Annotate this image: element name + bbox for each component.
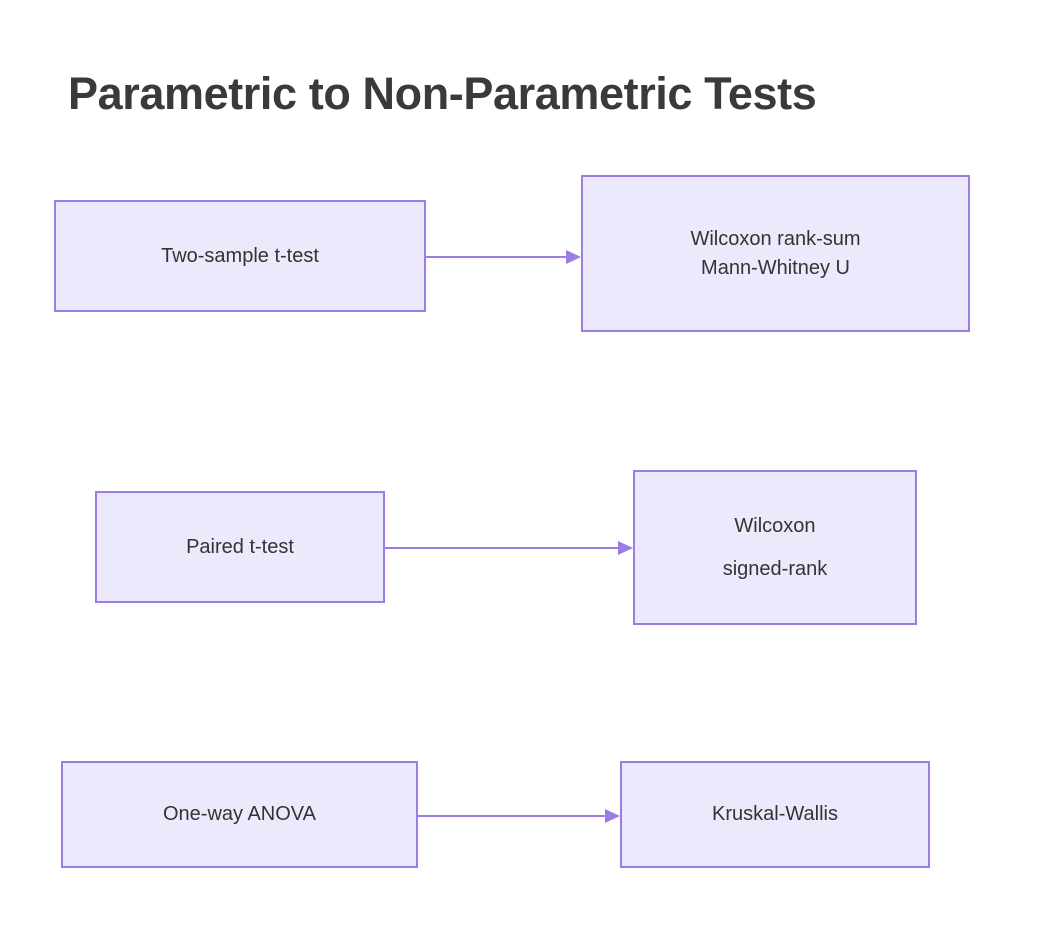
edge-anova-to-kruskal-wallis — [418, 805, 622, 827]
node-label-two-sample-t-test: Two-sample t-test — [161, 244, 319, 267]
node-label-kruskal-wallis: Kruskal-Wallis — [712, 803, 838, 825]
node-label-one-way-anova: One-way ANOVA — [162, 803, 317, 825]
node-label-wilcoxon-signed-rank-line2: signed-rank — [722, 557, 828, 580]
node-two-sample-t-test[interactable]: Two-sample t-test — [54, 200, 426, 312]
node-label-wilcoxon-rank-sum-line1: Wilcoxon rank-sum — [690, 227, 861, 250]
node-wilcoxon-rank-sum[interactable]: Wilcoxon rank-sum Mann-Whitney U — [581, 175, 970, 332]
node-label-paired-t-test: Paired t-test — [186, 535, 294, 558]
node-paired-t-test[interactable]: Paired t-test — [95, 491, 385, 603]
node-label-wilcoxon-rank-sum-line2: Mann-Whitney U — [701, 256, 850, 279]
node-kruskal-wallis[interactable]: Kruskal-Wallis — [620, 761, 930, 868]
node-wilcoxon-signed-rank[interactable]: Wilcoxon signed-rank — [633, 470, 917, 625]
edge-two-sample-to-wilcoxon-rank-sum — [426, 246, 583, 268]
page-title: Parametric to Non-Parametric Tests — [68, 68, 817, 119]
node-one-way-anova[interactable]: One-way ANOVA — [61, 761, 418, 868]
edge-paired-to-wilcoxon-signed-rank — [385, 537, 635, 559]
node-label-wilcoxon-signed-rank-line1: Wilcoxon — [734, 514, 816, 537]
